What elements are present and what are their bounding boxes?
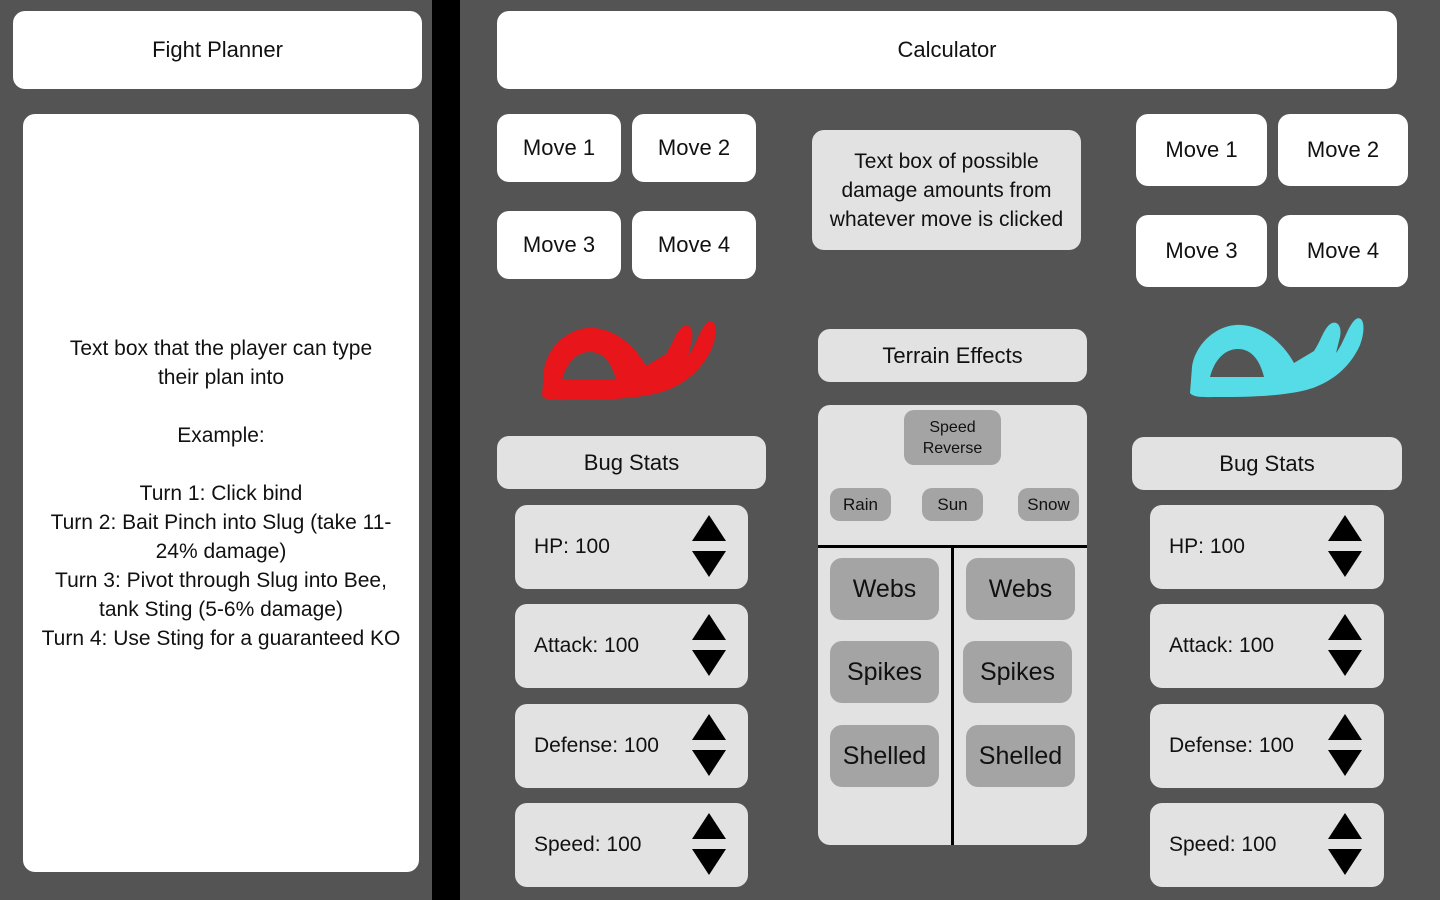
right-move-1-button[interactable]: Move 1	[1136, 114, 1267, 186]
left-stat-attack-label: Attack: 100	[534, 634, 640, 657]
damage-output-text: Text box of possible damage amounts from…	[812, 130, 1081, 250]
right-bug-stats-title: Bug Stats	[1132, 437, 1402, 490]
plan-text-area[interactable]: Text box that the player can type their …	[23, 114, 419, 872]
right-stat-speed-label: Speed: 100	[1169, 833, 1277, 856]
right-stat-attack: Attack: 100	[1150, 604, 1384, 688]
right-hp-stepper[interactable]	[1328, 515, 1362, 579]
left-stat-defense: Defense: 100	[515, 704, 748, 788]
triangle-down-icon[interactable]	[1328, 750, 1362, 776]
right-attack-stepper[interactable]	[1328, 614, 1362, 678]
right-stat-defense: Defense: 100	[1150, 704, 1384, 788]
right-move-4-button[interactable]: Move 4	[1278, 215, 1408, 287]
right-stat-hp-label: HP: 100	[1169, 535, 1245, 558]
triangle-up-icon[interactable]	[692, 813, 726, 839]
right-shelled-button[interactable]: Shelled	[966, 725, 1075, 787]
right-speed-stepper[interactable]	[1328, 813, 1362, 877]
triangle-down-icon[interactable]	[1328, 650, 1362, 676]
triangle-up-icon[interactable]	[1328, 614, 1362, 640]
right-webs-button[interactable]: Webs	[966, 558, 1075, 620]
right-spikes-button[interactable]: Spikes	[963, 641, 1072, 703]
right-stat-speed: Speed: 100	[1150, 803, 1384, 887]
triangle-down-icon[interactable]	[1328, 849, 1362, 875]
left-bug-stats-title: Bug Stats	[497, 436, 766, 489]
triangle-up-icon[interactable]	[1328, 515, 1362, 541]
left-move-3-button[interactable]: Move 3	[497, 211, 621, 279]
speed-reverse-button[interactable]: Speed Reverse	[904, 410, 1001, 465]
left-webs-button[interactable]: Webs	[830, 558, 939, 620]
left-attack-stepper[interactable]	[692, 614, 726, 678]
right-stat-attack-label: Attack: 100	[1169, 634, 1275, 657]
fight-planner-title: Fight Planner	[13, 11, 422, 89]
triangle-up-icon[interactable]	[692, 614, 726, 640]
triangle-up-icon[interactable]	[1328, 813, 1362, 839]
left-hp-stepper[interactable]	[692, 515, 726, 579]
right-bug-icon	[1190, 318, 1364, 398]
triangle-up-icon[interactable]	[1328, 714, 1362, 740]
left-move-1-button[interactable]: Move 1	[497, 114, 621, 182]
triangle-up-icon[interactable]	[692, 714, 726, 740]
sun-button[interactable]: Sun	[922, 488, 983, 521]
triangle-down-icon[interactable]	[692, 551, 726, 577]
triangle-up-icon[interactable]	[692, 515, 726, 541]
left-move-2-button[interactable]: Move 2	[632, 114, 756, 182]
left-spikes-button[interactable]: Spikes	[830, 641, 939, 703]
left-stat-hp-label: HP: 100	[534, 535, 610, 558]
left-move-4-button[interactable]: Move 4	[632, 211, 756, 279]
right-stat-defense-label: Defense: 100	[1169, 734, 1294, 757]
left-shelled-button[interactable]: Shelled	[830, 725, 939, 787]
left-stat-attack: Attack: 100	[515, 604, 748, 688]
triangle-down-icon[interactable]	[1328, 551, 1362, 577]
terrain-vertical-divider	[951, 546, 954, 845]
calculator-title: Calculator	[497, 11, 1397, 89]
rain-button[interactable]: Rain	[830, 488, 891, 521]
panel-divider	[432, 0, 460, 900]
terrain-effects-title: Terrain Effects	[818, 329, 1087, 382]
triangle-down-icon[interactable]	[692, 650, 726, 676]
right-stat-hp: HP: 100	[1150, 505, 1384, 589]
right-defense-stepper[interactable]	[1328, 714, 1362, 778]
left-stat-speed-label: Speed: 100	[534, 833, 642, 856]
left-stat-defense-label: Defense: 100	[534, 734, 659, 757]
right-move-2-button[interactable]: Move 2	[1278, 114, 1408, 186]
snow-button[interactable]: Snow	[1018, 488, 1079, 521]
right-move-3-button[interactable]: Move 3	[1136, 215, 1267, 287]
triangle-down-icon[interactable]	[692, 849, 726, 875]
left-speed-stepper[interactable]	[692, 813, 726, 877]
left-stat-hp: HP: 100	[515, 505, 748, 589]
triangle-down-icon[interactable]	[692, 750, 726, 776]
left-defense-stepper[interactable]	[692, 714, 726, 778]
left-bug-icon	[542, 321, 716, 401]
left-stat-speed: Speed: 100	[515, 803, 748, 887]
